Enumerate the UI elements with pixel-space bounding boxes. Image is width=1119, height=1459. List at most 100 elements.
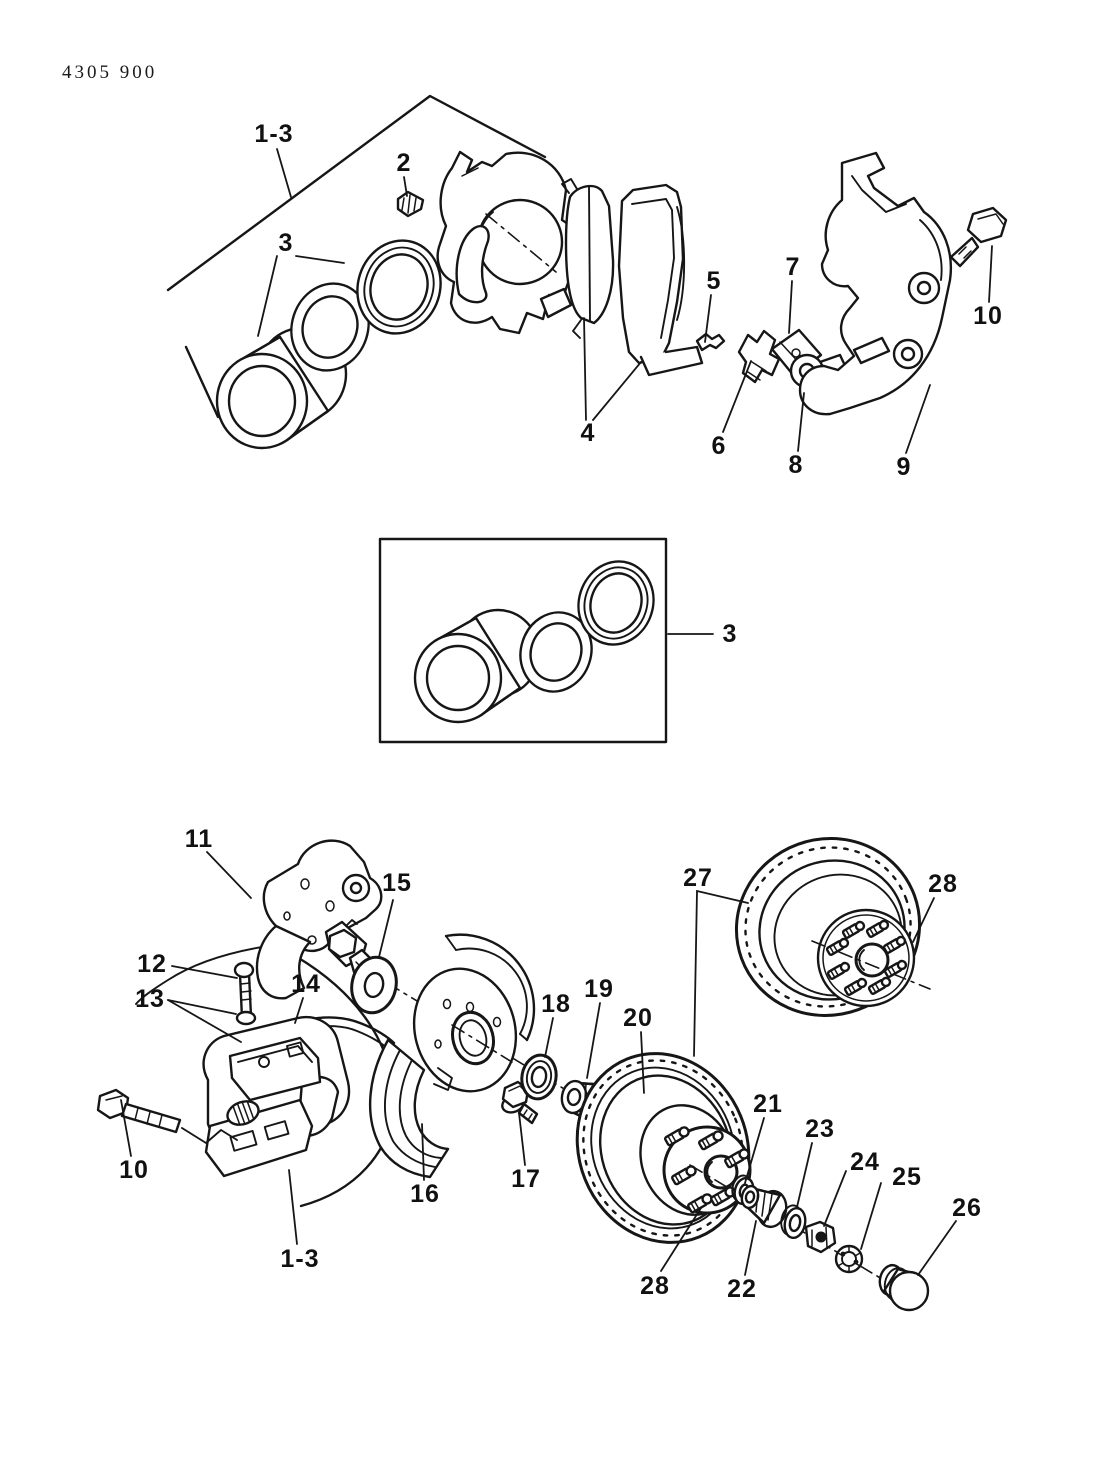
caliper-piston-drawing [215, 326, 348, 450]
leader-bolt-17 [518, 1112, 526, 1166]
leader-grease-seal-18 [544, 1017, 554, 1058]
outer-bearing-22-drawing [740, 1184, 788, 1229]
callout-grease-cap-26: 26 [952, 1194, 982, 1222]
front-wheel-studs-drawing [664, 1126, 750, 1214]
leader-brake-pads-4-1 [592, 361, 642, 421]
leader-clip-5 [704, 294, 712, 343]
leader-bleeder-screw-2 [403, 176, 408, 197]
leader-clips-13-1 [167, 999, 242, 1043]
nut-lock-25-drawing [834, 1244, 864, 1274]
leader-grease-cap-26 [917, 1220, 957, 1276]
callout-splash-shield-16: 16 [410, 1180, 440, 1208]
callout-grease-seal-18: 18 [541, 990, 571, 1018]
leader-knuckle-11 [206, 851, 252, 899]
leader-bolt-10-bottom [120, 1099, 132, 1157]
spindle-washer-23-drawing [780, 1204, 807, 1240]
callout-washer-23: 23 [805, 1115, 835, 1143]
callout-seal-kit-3-box: 3 [723, 620, 738, 648]
adapter-bracket-drawing [798, 151, 953, 416]
artwork-layer [96, 94, 1008, 1312]
leader-washer-21 [744, 1117, 765, 1184]
leader-piston-seals-3-1 [295, 255, 345, 264]
callout-ring-20: 20 [623, 1004, 653, 1032]
grease-cap-26-drawing [878, 1263, 930, 1312]
leader-washer-23 [796, 1142, 813, 1208]
leader-piston-seals-3 [257, 255, 278, 337]
callout-knuckle-11: 11 [185, 825, 213, 853]
callout-stud-28-top: 28 [928, 870, 958, 898]
callout-nut-lock-25: 25 [892, 1163, 922, 1191]
mounting-bolt-top-drawing [949, 206, 1008, 268]
seal-kit-box-drawing [378, 537, 668, 744]
callout-nut-24: 24 [850, 1148, 880, 1176]
callout-group-1-3-top: 1-3 [254, 120, 293, 148]
callout-inner-bearing-19: 19 [584, 975, 614, 1003]
splash-shield-drawing [369, 933, 536, 1179]
grease-seal-18-drawing [520, 1053, 558, 1101]
leader-bolt-10-top [988, 245, 993, 303]
front-rotor-drawing [575, 1052, 752, 1244]
callout-rotor-27: 27 [683, 864, 713, 892]
piston-seal-drawing [290, 282, 370, 372]
callout-spring-clip-6: 6 [712, 432, 727, 460]
thrust-washer-15-drawing [350, 955, 398, 1015]
callout-bolt-12: 12 [137, 950, 167, 978]
leader-splash-shield-16 [421, 1123, 425, 1181]
callout-clip-5: 5 [707, 267, 722, 295]
callout-stud-28-bottom: 28 [640, 1272, 670, 1300]
leader-group-1-3-top [276, 148, 292, 198]
piston-boot-drawing [356, 239, 442, 335]
leader-nut-lock-25 [860, 1182, 882, 1250]
rear-hub-rotor-drawing [734, 837, 931, 1017]
leader-clips-13 [167, 999, 237, 1015]
callout-bolt-10-bottom: 10 [119, 1156, 149, 1184]
callout-washer-15: 15 [382, 869, 412, 897]
bleeder-screw-drawing [396, 190, 425, 218]
leader-brake-pads-4 [583, 317, 587, 421]
callout-bleeder-screw-2: 2 [397, 149, 412, 177]
leader-bolt-12 [171, 965, 238, 979]
callout-clips-13: 13 [135, 985, 165, 1013]
leader-lines-layer [120, 148, 993, 1276]
caliper-housing-drawing [436, 150, 579, 335]
leader-stud-28-top [912, 897, 935, 943]
leader-rotor-27 [693, 889, 749, 1057]
steering-knuckle-drawing [255, 839, 383, 1000]
pad-clip-drawing [695, 332, 726, 352]
callout-brake-pads-4: 4 [581, 419, 596, 447]
callout-bolt-10-top: 10 [973, 302, 1003, 330]
callout-wire-14: 14 [291, 970, 321, 998]
rear-wheel-studs-drawing [825, 919, 908, 996]
shield-bolt-17-drawing [501, 1080, 539, 1125]
callout-bolt-17: 17 [511, 1165, 541, 1193]
caliper-bolt-10-bottom-drawing [96, 1088, 238, 1144]
leader-stud-28-bottom [660, 1207, 702, 1272]
outer-brake-pad-drawing [617, 183, 704, 377]
callout-group-1-3-bottom: 1-3 [280, 1245, 319, 1273]
leader-adapter-9 [905, 384, 931, 454]
spindle-nut-24-drawing [804, 1220, 837, 1254]
callout-washer-21: 21 [753, 1090, 783, 1118]
leader-inner-bearing-19 [586, 1002, 601, 1079]
leader-wire-14 [294, 997, 304, 1024]
inner-brake-pad-drawing [561, 178, 615, 339]
group-bracket-lines-top [166, 94, 547, 419]
leader-bushing-8 [797, 392, 805, 452]
leader-washer-15 [378, 899, 394, 958]
leader-outer-bearing-22 [744, 1220, 757, 1276]
page-code: 4305 900 [62, 62, 157, 83]
callout-bushing-8: 8 [789, 451, 804, 479]
callout-retainer-7: 7 [786, 253, 801, 281]
leader-group-1-3-bottom [288, 1169, 298, 1245]
callout-piston-seals-3: 3 [279, 229, 294, 257]
leader-spring-clip-6 [722, 360, 752, 433]
leader-retainer-7 [788, 280, 793, 334]
leader-nut-24 [823, 1170, 847, 1227]
callout-outer-bearing-22: 22 [727, 1275, 757, 1303]
caliper-assembly-bottom-drawing [202, 1015, 351, 1178]
clip-13a-drawing [235, 1010, 257, 1026]
leader-ring-20 [640, 1031, 645, 1094]
